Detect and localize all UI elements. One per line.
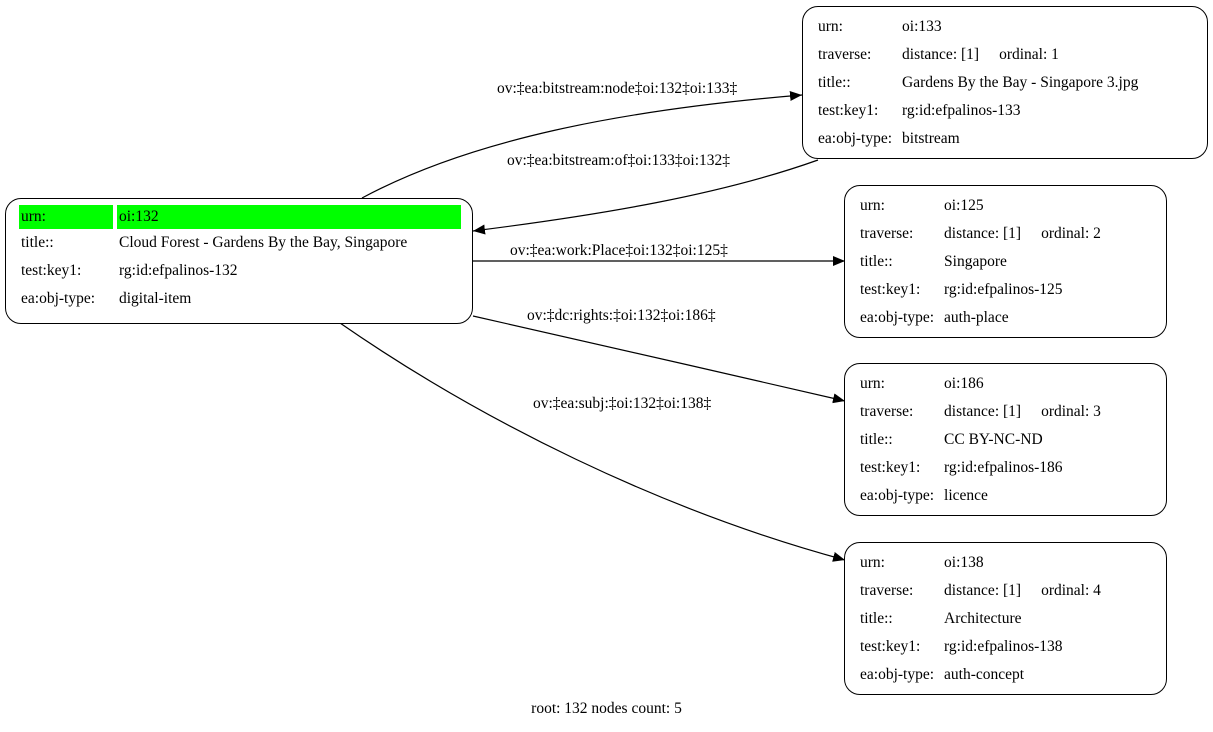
key1-value: rg:id:efpalinos-125 (944, 281, 1063, 298)
field-key: test:key1: (860, 281, 921, 298)
type-value: licence (944, 487, 988, 504)
node-oi-138[interactable]: urn: oi:138 traverse: distance: [1] ordinal… (844, 542, 1167, 695)
edge-dc-rights (472, 315, 846, 404)
ordinal-value: ordinal: 1 (999, 46, 1059, 63)
edge-label: ov:‡ea:bitstream:node‡oi:132‡oi:133‡ (497, 80, 737, 97)
root-node[interactable]: urn: oi:132 title:: Cloud Forest - Garde… (5, 198, 473, 324)
root-key1-row: test:key1: rg:id:efpalinos-132 (19, 257, 461, 285)
type-value: digital-item (119, 290, 192, 307)
field-key: traverse: (860, 225, 914, 242)
edge-bitstream-node (361, 91, 803, 199)
field-key: test:key1: (818, 102, 879, 119)
distance-value: distance: [1] (944, 582, 1022, 599)
field-key: title:: (860, 610, 893, 627)
node-oi-133[interactable]: urn: oi:133 traverse: distance: [1] ordinal… (802, 6, 1208, 159)
title-value: Singapore (944, 253, 1007, 270)
edge-bitstream-of (472, 159, 819, 235)
key1-value: rg:id:efpalinos-186 (944, 459, 1063, 476)
type-value: auth-concept (944, 666, 1025, 683)
edge-ea-subj (339, 322, 846, 562)
field-key: title:: (860, 431, 893, 448)
urn-value: oi:186 (944, 375, 984, 392)
distance-value: distance: [1] (944, 403, 1022, 420)
type-value: bitstream (902, 130, 960, 147)
edge-label: ov:‡ea:subj:‡oi:132‡oi:138‡ (533, 395, 711, 412)
field-key: urn: (860, 375, 885, 392)
key1-value: rg:id:efpalinos-132 (119, 262, 238, 279)
root-urn-row: urn: oi:132 (19, 205, 461, 229)
edge-label: ov:‡dc:rights:‡oi:132‡oi:186‡ (527, 307, 716, 324)
edge-label: ov:‡ea:work:Place‡oi:132‡oi:125‡ (510, 242, 728, 259)
field-key: ea:obj-type: (21, 290, 96, 307)
field-key: ea:obj-type: (860, 487, 935, 504)
title-value: Architecture (944, 610, 1022, 627)
root-title-row: title:: Cloud Forest - Gardens By the Ba… (19, 229, 461, 257)
ordinal-value: ordinal: 3 (1041, 403, 1101, 420)
field-key: test:key1: (21, 262, 82, 279)
ordinal-value: ordinal: 2 (1041, 225, 1101, 242)
title-value: Gardens By the Bay - Singapore 3.jpg (902, 74, 1139, 91)
field-key: title:: (21, 234, 54, 251)
title-value: CC BY-NC-ND (944, 431, 1043, 448)
distance-value: distance: [1] (944, 225, 1022, 242)
field-key: ea:obj-type: (860, 666, 935, 683)
field-key: ea:obj-type: (818, 130, 893, 147)
field-key: test:key1: (860, 459, 921, 476)
field-key: title:: (818, 74, 851, 91)
field-key: traverse: (860, 582, 914, 599)
field-key: test:key1: (860, 638, 921, 655)
key1-value: rg:id:efpalinos-138 (944, 638, 1063, 655)
edge-label: ov:‡ea:bitstream:of‡oi:133‡oi:132‡ (507, 152, 730, 169)
distance-value: distance: [1] (902, 46, 980, 63)
graph-footer: root: 132 nodes count: 5 (531, 700, 682, 717)
ordinal-value: ordinal: 4 (1041, 582, 1101, 599)
field-key: urn: (818, 18, 843, 35)
field-key: traverse: (860, 403, 914, 420)
root-type-row: ea:obj-type: digital-item (19, 285, 461, 313)
urn-value: oi:132 (117, 205, 461, 229)
key1-value: rg:id:efpalinos-133 (902, 102, 1021, 119)
field-key: urn: (19, 205, 113, 229)
field-key: urn: (860, 554, 885, 571)
urn-value: oi:133 (902, 18, 942, 35)
field-key: title:: (860, 253, 893, 270)
node-oi-125[interactable]: urn: oi:125 traverse: distance: [1] ordinal… (844, 185, 1167, 338)
field-key: traverse: (818, 46, 872, 63)
node-oi-186[interactable]: urn: oi:186 traverse: distance: [1] ordinal… (844, 363, 1167, 516)
urn-value: oi:125 (944, 197, 984, 214)
field-key: urn: (860, 197, 885, 214)
urn-value: oi:138 (944, 554, 984, 571)
title-value: Cloud Forest - Gardens By the Bay, Singa… (119, 234, 408, 251)
type-value: auth-place (944, 309, 1009, 326)
field-key: ea:obj-type: (860, 309, 935, 326)
